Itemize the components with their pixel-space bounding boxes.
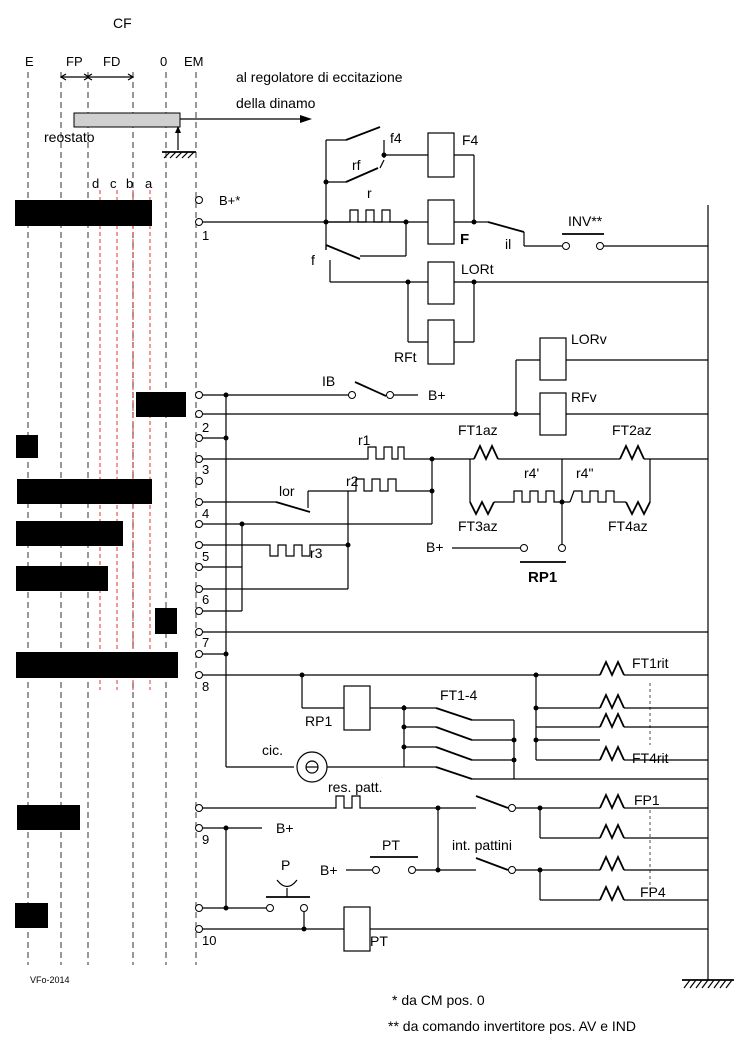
ft3az-label: FT3az xyxy=(458,518,498,534)
contact-il-label: il xyxy=(505,236,511,252)
terminal-6: 6 xyxy=(202,592,209,607)
terminals: B+* 1 2 3 4 5 6 7 8 9 10 xyxy=(195,193,240,948)
terminal-10: 10 xyxy=(202,933,216,948)
contact-lor-label: lor xyxy=(279,483,295,499)
contact-rf-label: rf xyxy=(352,157,361,173)
credit-label: VFo-2014 xyxy=(30,975,70,985)
pos-c-label: c xyxy=(110,176,117,191)
contact-f-label: f xyxy=(311,252,315,268)
coil-RFv-label: RFv xyxy=(571,389,597,405)
int-pattini-label: int. pattini xyxy=(452,837,512,853)
contacts-ft14-label: FT1-4 xyxy=(440,687,478,703)
bar-row-2 xyxy=(136,392,186,417)
col-0-label: 0 xyxy=(160,54,167,69)
controller-header: CF E FP FD 0 EM xyxy=(25,15,204,81)
note-1: * da CM pos. 0 xyxy=(392,992,485,1008)
coil-LORt-label: LORt xyxy=(461,261,494,277)
bar-row-10 xyxy=(15,903,48,928)
ft4rit-label: FT4rit xyxy=(632,750,669,766)
cf-label: CF xyxy=(113,15,132,31)
contact-rp1-label: RP1 xyxy=(528,569,557,586)
controller-bars xyxy=(15,200,186,928)
col-fd-label: FD xyxy=(103,54,120,69)
terminal-2: 2 xyxy=(202,420,209,435)
coil-RFt-label: RFt xyxy=(394,349,417,365)
col-em-label: EM xyxy=(184,54,204,69)
terminal-7: 7 xyxy=(202,635,209,650)
resistor-r-label: r xyxy=(367,185,372,201)
ft1az-label: FT1az xyxy=(458,422,498,438)
section-ib: IB B+ LORv RFv xyxy=(202,331,708,767)
fp4-label: FP4 xyxy=(640,884,666,900)
contact-inv-label: INV** xyxy=(568,213,603,229)
coil-rp1-label: RP1 xyxy=(305,713,332,729)
bar-row-8 xyxy=(16,652,178,678)
section-retardation: RP1 FT1-4 FT1rit xyxy=(202,655,708,783)
regolatore-label-2: della dinamo xyxy=(236,95,316,111)
terminal-9: 9 xyxy=(202,832,209,847)
section-pattini: res. patt. FP1 int. pattini B+ B+ PT xyxy=(202,779,708,952)
right-bus xyxy=(682,205,734,989)
terminal-bplus-star: B+* xyxy=(219,193,240,208)
bar-row-4 xyxy=(17,479,152,504)
ft4az-label: FT4az xyxy=(608,518,648,534)
bar-row-5 xyxy=(16,521,123,546)
ft1rit-label: FT1rit xyxy=(632,655,669,671)
resistor-r4p-label: r4' xyxy=(524,465,539,481)
rp1-bplus-label: B+ xyxy=(426,539,444,555)
contact-pt-label: PT xyxy=(382,837,400,853)
reostato: reostato al regolatore di eccitazione de… xyxy=(44,69,403,159)
resistor-r2-label: r2 xyxy=(346,473,359,489)
terminal-1: 1 xyxy=(202,228,209,243)
cic-label: cic. xyxy=(262,742,283,758)
resistor-r1-label: r1 xyxy=(358,432,371,448)
note-2: ** da comando invertitore pos. AV e IND xyxy=(388,1018,636,1034)
terminal-8: 8 xyxy=(202,679,209,694)
terminal-5: 5 xyxy=(202,549,209,564)
bar-row-7 xyxy=(155,608,177,634)
pt-bplus-label: B+ xyxy=(320,862,338,878)
pushbutton-p-label: P xyxy=(281,857,290,873)
res-patt-label: res. patt. xyxy=(328,779,382,795)
coil-pt-label: PT xyxy=(370,933,388,949)
coil-LORv-label: LORv xyxy=(571,331,607,347)
bar-row-3 xyxy=(16,435,38,458)
reostato-label: reostato xyxy=(44,129,95,145)
section-resistors: r1 FT1az FT2az lor r2 FT3az r4' r4" FT4a… xyxy=(202,422,708,657)
pos-b-label: b xyxy=(126,176,133,191)
bar-row-9 xyxy=(17,805,80,830)
row9-bplus-label: B+ xyxy=(276,820,294,836)
ib-bplus-label: B+ xyxy=(428,387,446,403)
section-field-relays: f4 rf F4 r F il INV** f xyxy=(202,126,708,365)
resistor-r3-label: r3 xyxy=(310,545,323,561)
contact-f4-label: f4 xyxy=(390,130,402,146)
footer: VFo-2014 * da CM pos. 0 ** da comando in… xyxy=(30,975,636,1034)
col-fp-label: FP xyxy=(66,54,83,69)
coil-F4-label: F4 xyxy=(462,132,479,148)
col-e-label: E xyxy=(25,54,34,69)
coil-F-label: F xyxy=(460,231,469,248)
regolatore-label-1: al regolatore di eccitazione xyxy=(236,69,403,85)
bar-row-6 xyxy=(16,566,108,591)
terminal-4: 4 xyxy=(202,506,209,521)
ft2az-label: FT2az xyxy=(612,422,652,438)
terminal-3: 3 xyxy=(202,462,209,477)
resistor-r4pp-label: r4" xyxy=(576,465,593,481)
contact-ib-label: IB xyxy=(322,373,335,389)
pos-d-label: d xyxy=(92,176,99,191)
fp1-label: FP1 xyxy=(634,792,660,808)
bar-row-1 xyxy=(15,200,152,226)
pos-a-label: a xyxy=(145,176,153,191)
